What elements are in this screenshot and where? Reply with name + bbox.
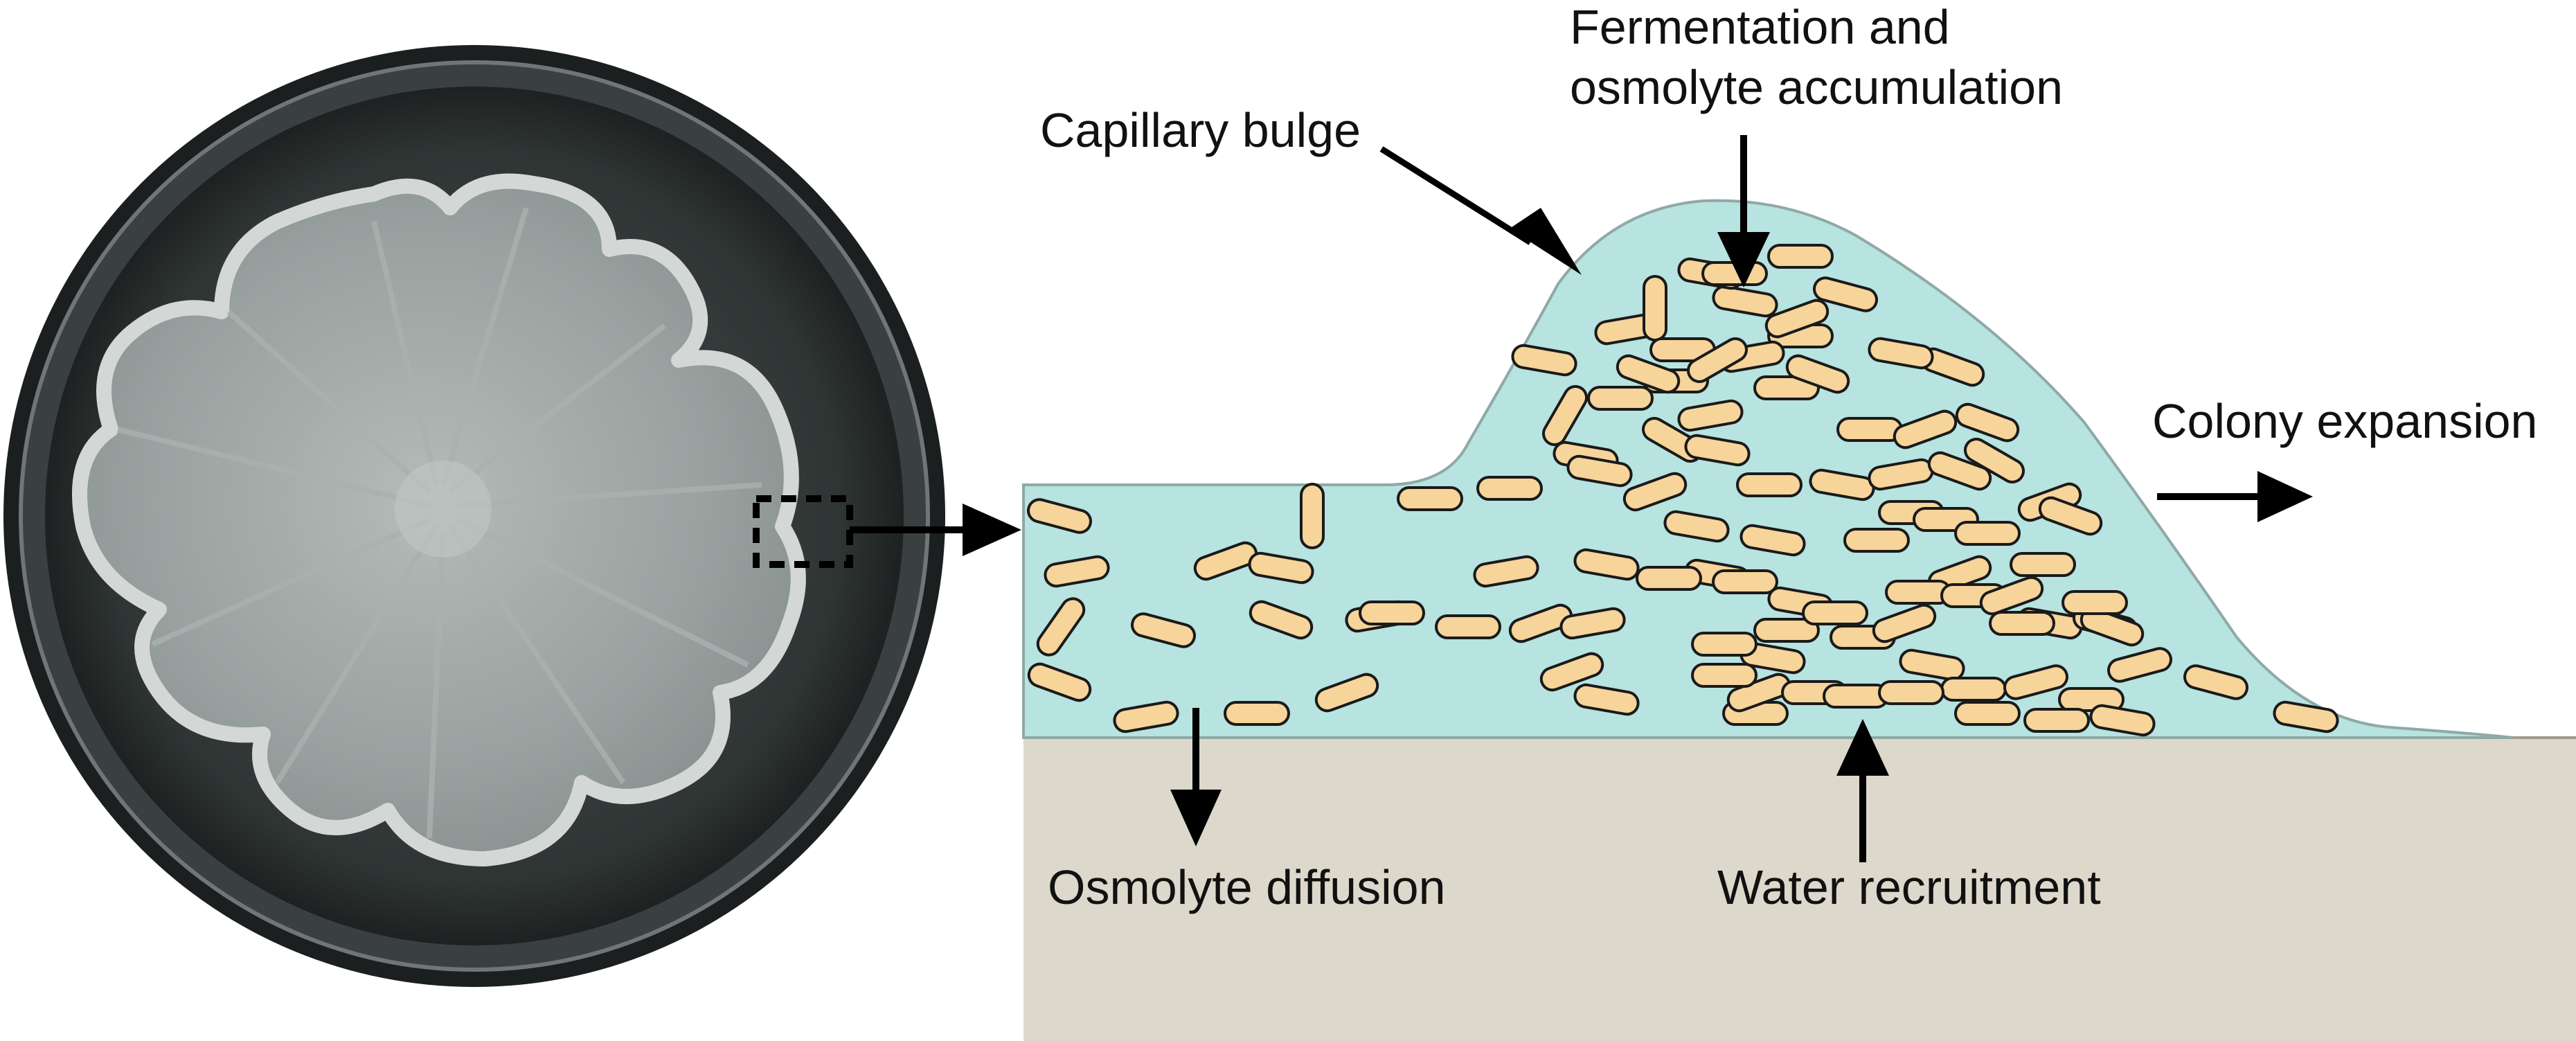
bacterium-cell — [1954, 521, 2021, 546]
bacterium-cell — [1955, 402, 2020, 443]
bacterium-cell — [1113, 700, 1179, 733]
bacterium-cell — [1691, 632, 1757, 657]
bacterium-cell — [1753, 375, 1820, 400]
bacterium-cell — [2010, 552, 2076, 577]
bacterium-cell — [1802, 600, 1868, 625]
bacterium-cell — [1248, 551, 1314, 585]
colony-sector-lines — [117, 206, 762, 839]
bacterium-cell — [1868, 337, 1934, 370]
bacterium-cell — [1036, 597, 1086, 657]
water-recruitment-arrow — [1836, 719, 1889, 862]
fermentation-arrow — [1717, 135, 1770, 287]
colony-expansion-label: Colony expansion — [2152, 394, 2537, 448]
bacterium-cell — [1573, 548, 1640, 581]
bacterium-cell — [2079, 607, 2145, 647]
bacteria-cells — [1027, 244, 2339, 737]
bacterium-cell — [1224, 701, 1290, 726]
bacterium-cell — [1027, 662, 1092, 702]
zoom-arrow — [850, 504, 1021, 556]
bacterium-cell — [1813, 276, 1878, 312]
bacterium-cell — [1899, 648, 1965, 682]
bacterium-cell — [1878, 680, 1944, 705]
bacterium-cell — [1476, 476, 1543, 501]
bacterium-cell — [1249, 600, 1314, 640]
bacterium-cell — [2023, 708, 2090, 733]
bacterium-cell — [1573, 683, 1640, 716]
bacterium-cell — [1843, 528, 1910, 553]
bacterium-cell — [1636, 566, 1702, 591]
bacterium-cell — [1927, 451, 1992, 491]
bacterium-cell — [1739, 524, 1806, 557]
bacterium-cell — [1885, 580, 1951, 605]
osmolyte-diffusion-arrow — [1170, 708, 1222, 846]
bacterium-cell — [1767, 244, 1834, 269]
bacterium-cell — [1785, 354, 1850, 394]
petri-dish — [3, 45, 945, 987]
bacterium-cell — [1893, 409, 1958, 450]
bacterium-cell — [1435, 614, 1501, 639]
bacterium-cell — [1809, 468, 1875, 501]
water-recruitment-label: Water recruitment — [1717, 860, 2101, 914]
bacterium-cell — [2038, 496, 2103, 536]
bacterium-cell — [1712, 285, 1778, 318]
bacterium-cell — [1044, 555, 1110, 588]
bacterium-cell — [1691, 663, 1757, 688]
bacterium-cell — [1508, 603, 1573, 643]
bacterium-cell — [1684, 434, 1751, 467]
bacterium-cell — [1712, 569, 1778, 594]
bacterium-cell — [2273, 700, 2339, 733]
bacterium-cell — [1836, 417, 1903, 442]
osmolyte-diffusion-label: Osmolyte diffusion — [1048, 860, 1446, 914]
bacterium-cell — [1989, 611, 2055, 636]
bacterium-cell — [2089, 704, 2156, 737]
substrate — [1023, 738, 2576, 1041]
bacterium-cell — [2061, 590, 2128, 615]
capillary-bulge-label: Capillary bulge — [1040, 103, 1361, 157]
bacterium-cell — [1764, 299, 1830, 339]
capillary-bulge-arrow — [1379, 146, 1582, 275]
colony-center — [395, 461, 492, 558]
bacterium-cell — [1314, 673, 1379, 713]
bacterium-cell — [1643, 275, 1667, 341]
bacterium-cell — [1677, 399, 1744, 432]
bacterium-cell — [1940, 677, 2007, 702]
bacterium-cell — [1823, 684, 1889, 709]
bacterium-cell — [1954, 701, 2021, 726]
bacterium-cell — [1300, 483, 1325, 549]
bacterium-cell — [1566, 454, 1633, 488]
bacterium-cell — [1539, 652, 1604, 692]
bacterium-cell — [1473, 555, 1539, 588]
bacterium-cell — [1542, 385, 1588, 446]
bacterium-cell — [1587, 386, 1654, 411]
bacterium-cell — [1663, 510, 1730, 543]
bacterium-cell — [1193, 541, 1258, 581]
bacterium-cell — [1872, 603, 1937, 643]
fermentation-label-line1: Fermentation and — [1570, 0, 1950, 54]
bacterium-cell — [2183, 664, 2248, 700]
bacterium-cell — [1131, 612, 1196, 648]
bacterium-cell — [2003, 664, 2068, 700]
bacterium-cell — [1964, 438, 2025, 483]
bacterium-cell — [2107, 647, 2172, 683]
colony-expansion-arrow — [2157, 471, 2313, 522]
bacterium-cell — [1559, 607, 1626, 640]
bacterium-cell — [1616, 354, 1681, 394]
bacterium-cell — [1511, 344, 1577, 377]
bacterium-cell — [1359, 600, 1425, 625]
fermentation-label-line2: osmolyte accumulation — [1570, 60, 2063, 114]
bacterium-cell — [1753, 618, 1820, 643]
bacterium-cell — [1687, 337, 1748, 384]
bacterium-cell — [1027, 498, 1092, 534]
bacterium-cell — [1736, 472, 1803, 497]
bacterium-cell — [1397, 486, 1463, 511]
bacterium-cell — [1979, 576, 2044, 616]
bacterium-cell — [1622, 472, 1688, 512]
